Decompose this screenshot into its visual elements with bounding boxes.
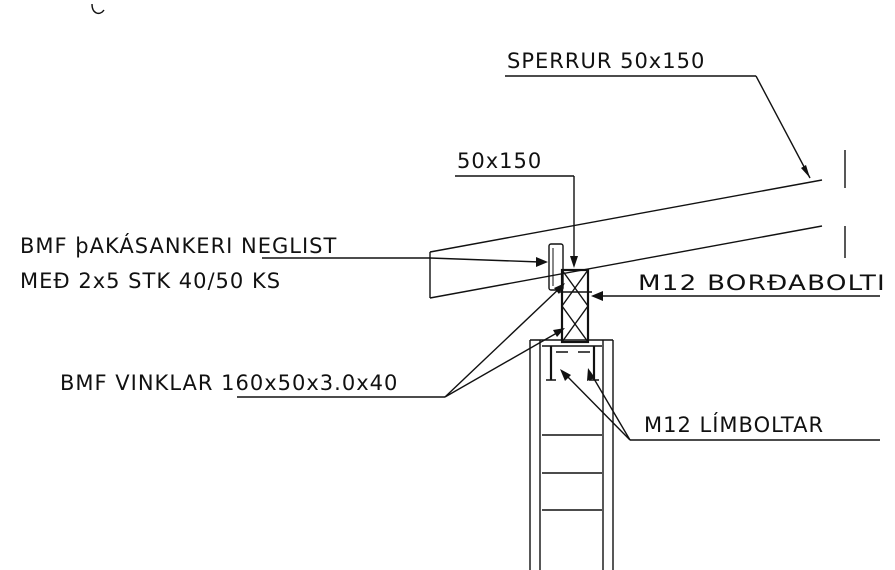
label-rafter: SPERRUR 50x150 (507, 49, 705, 73)
beam-section (558, 268, 592, 344)
label-angle: BMF VINKLAR 160x50x3.0x40 (60, 371, 398, 395)
leader-angle (237, 283, 565, 398)
rafter (429, 150, 846, 299)
post (529, 339, 614, 570)
leader-beam (455, 175, 578, 268)
leader-glue-bolts (560, 368, 880, 441)
label-anchor-line2: MEÐ 2x5 STK 40/50 KS (20, 269, 281, 293)
label-anchor-line1: BMF þAKÁSANKERI NEGLIST (20, 233, 337, 258)
stray-mark (91, 3, 105, 15)
label-bolt: M12 BORÐABOLTI (638, 271, 886, 295)
label-beam: 50x150 (457, 149, 542, 173)
leader-rafter (505, 75, 811, 179)
label-glue-bolts: M12 LÍMBOLTAR (644, 412, 824, 437)
leader-bolt (591, 291, 880, 301)
leader-anchor (262, 257, 548, 267)
